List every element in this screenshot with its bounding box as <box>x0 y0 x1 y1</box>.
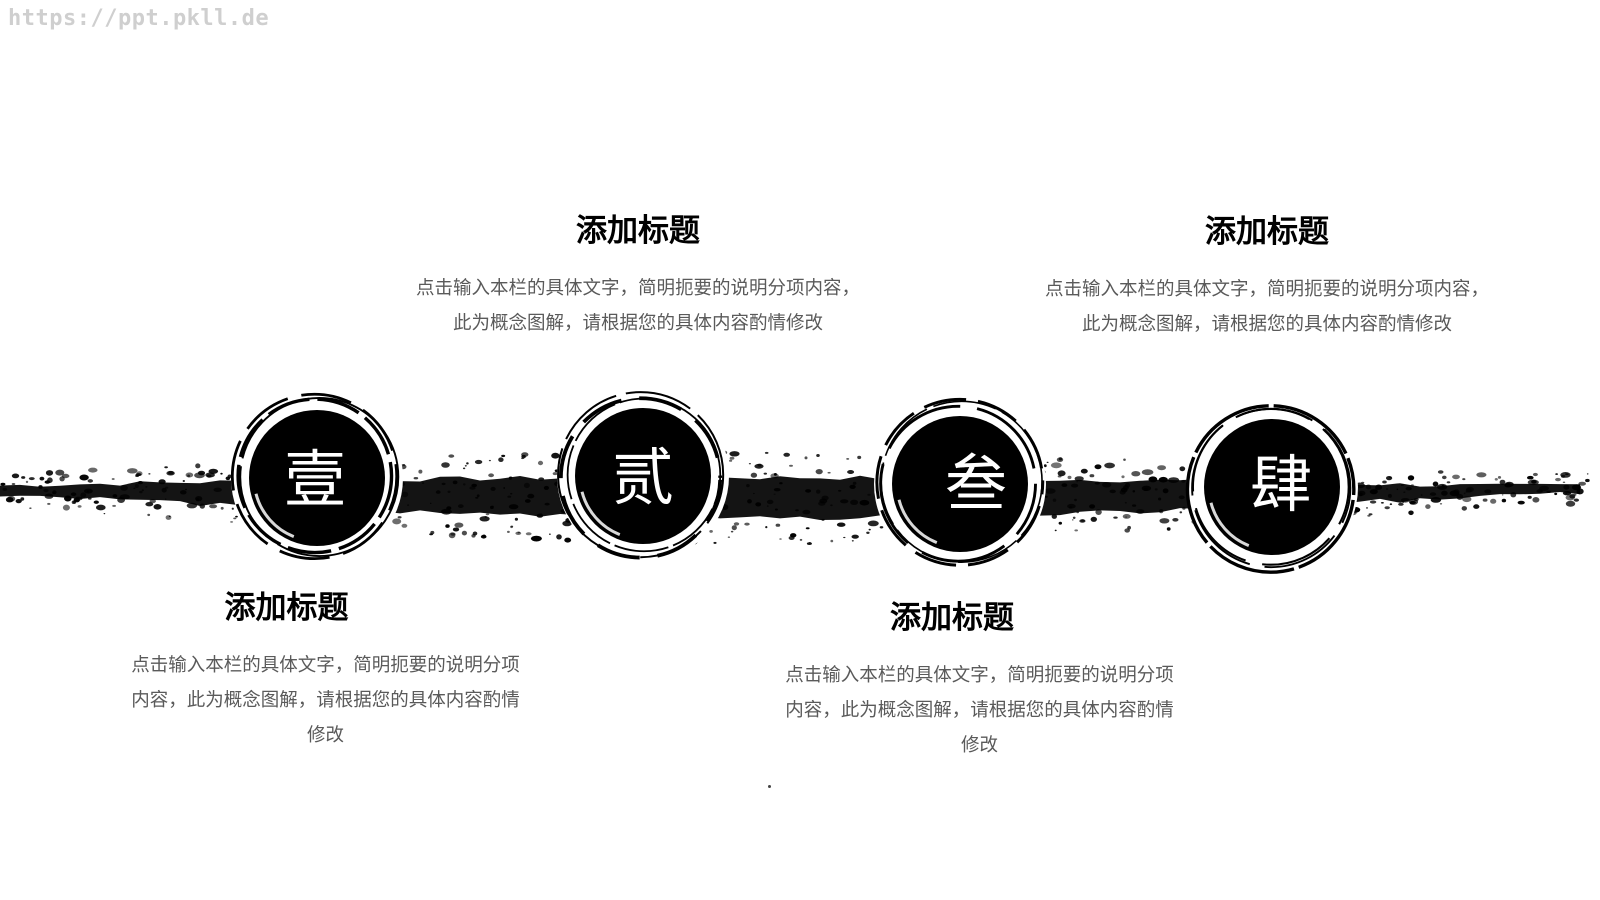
ink-circle-icon-2 <box>557 390 729 562</box>
step-4-body[interactable]: 点击输入本栏的具体文字，简明扼要的说明分项内容， 此为概念图解，请根据您的具体内… <box>1022 272 1512 342</box>
step-4-body-line: 点击输入本栏的具体文字，简明扼要的说明分项内容， <box>1044 279 1489 300</box>
step-3-block: 添加标题 点击输入本栏的具体文字，简明扼要的说明分项 内容，此为概念图解，请根据… <box>752 600 1207 763</box>
step-2-body[interactable]: 点击输入本栏的具体文字，简明扼要的说明分项内容， 此为概念图解，请根据您的具体内… <box>393 271 883 341</box>
step-2-block: 添加标题 点击输入本栏的具体文字，简明扼要的说明分项内容， 此为概念图解，请根据… <box>393 213 883 341</box>
step-1-body[interactable]: 点击输入本栏的具体文字，简明扼要的说明分项 内容，此为概念图解，请根据您的具体内… <box>98 648 553 753</box>
step-1-body-line: 修改 <box>306 725 344 746</box>
step-3-title[interactable]: 添加标题 <box>890 600 1014 636</box>
node-label-2: 贰 <box>611 441 674 514</box>
step-2-body-line: 此为概念图解，请根据您的具体内容酌情修改 <box>452 313 823 334</box>
step-1-title[interactable]: 添加标题 <box>224 590 349 626</box>
step-4-block: 添加标题 点击输入本栏的具体文字，简明扼要的说明分项内容， 此为概念图解，请根据… <box>1022 214 1512 342</box>
step-3-body[interactable]: 点击输入本栏的具体文字，简明扼要的说明分项 内容，此为概念图解，请根据您的具体内… <box>752 658 1207 763</box>
step-4-body-line: 此为概念图解，请根据您的具体内容酌情修改 <box>1081 314 1452 335</box>
step-1-block: 添加标题 点击输入本栏的具体文字，简明扼要的说明分项 内容，此为概念图解，请根据… <box>98 590 553 753</box>
watermark-url: https://ppt.pkll.de <box>8 6 270 31</box>
node-label-3: 叁 <box>944 447 1007 520</box>
ink-circle-icon-1 <box>230 392 403 564</box>
step-4-title[interactable]: 添加标题 <box>1205 214 1329 250</box>
step-1-body-line: 点击输入本栏的具体文字，简明扼要的说明分项 <box>131 655 520 676</box>
step-2-title[interactable]: 添加标题 <box>576 213 700 249</box>
ink-circle-icon-3 <box>874 397 1046 570</box>
step-3-body-line: 内容，此为概念图解，请根据您的具体内容酌情 <box>785 700 1174 721</box>
node-label-4: 肆 <box>1249 448 1312 521</box>
step-3-body-line: 点击输入本栏的具体文字，简明扼要的说明分项 <box>785 665 1174 686</box>
ink-circle-icon-4 <box>1185 401 1358 574</box>
node-label-1: 壹 <box>283 443 346 516</box>
step-2-body-line: 点击输入本栏的具体文字，简明扼要的说明分项内容， <box>415 278 860 299</box>
stray-dot <box>768 785 771 788</box>
step-1-body-line: 内容，此为概念图解，请根据您的具体内容酌情 <box>131 690 520 711</box>
step-3-body-line: 修改 <box>960 735 998 756</box>
